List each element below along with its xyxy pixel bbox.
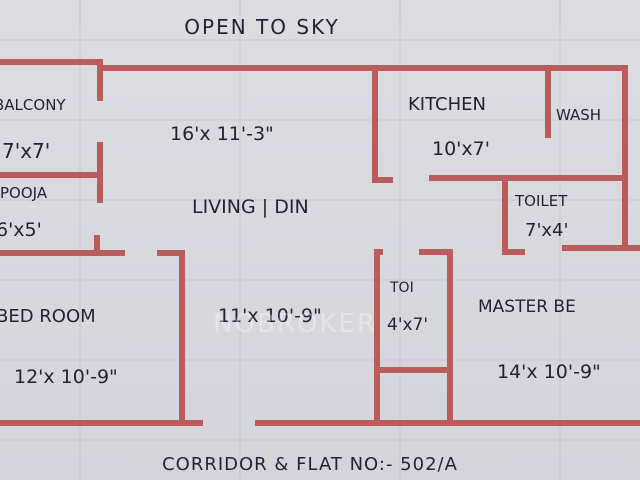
room-toi-size: 4'x7' (387, 315, 428, 335)
room-bedroom-name: BED ROOM (0, 306, 96, 327)
room-balcony-size: 7'x7' (2, 139, 50, 163)
room-toilet-size: 7'x4' (525, 220, 568, 241)
room-living-top-size: 16'x 11'-3" (170, 123, 274, 145)
room-master-size: 14'x 10'-9" (497, 361, 601, 383)
watermark: NOBROKER (213, 309, 377, 339)
room-toi-name: TOI (389, 280, 414, 296)
room-master-name: MASTER BE (478, 297, 576, 317)
room-wash-name: WASH (556, 106, 601, 124)
room-kitchen-name: KITCHEN (408, 94, 486, 115)
room-living-name: LIVING | DIN (192, 196, 309, 218)
room-bedroom-size: 12'x 10'-9" (14, 366, 118, 388)
room-pooja-size: 6'x5' (0, 219, 42, 241)
room-living-size: 11'x 10'-9" (218, 305, 322, 327)
room-kitchen-size: 10'x7' (432, 138, 490, 160)
footer-caption: CORRIDOR & FLAT NO:- 502/A (162, 454, 458, 475)
walls (0, 59, 640, 426)
room-toilet-name: TOILET (514, 192, 568, 210)
room-pooja-name: POOJA (0, 184, 48, 202)
room-balcony-name: BALCONY (0, 96, 66, 114)
title-open-to-sky: OPEN TO SKY (184, 15, 339, 39)
